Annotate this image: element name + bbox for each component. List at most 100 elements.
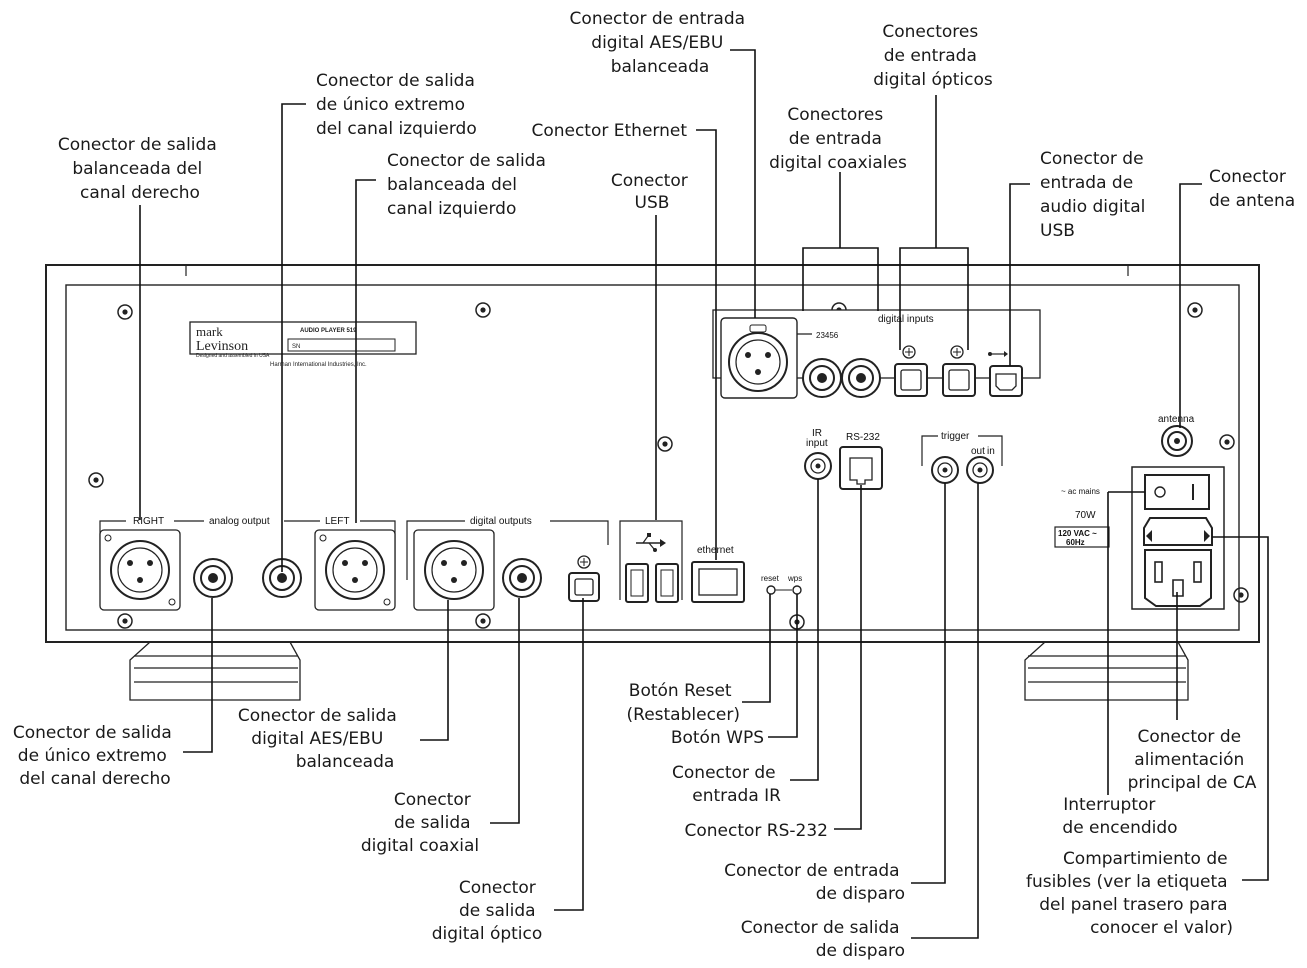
callout-aes-output: Conector de salida digital AES/EBU balan… bbox=[238, 706, 402, 772]
chassis bbox=[45, 264, 1260, 701]
leader-lines bbox=[139, 49, 1269, 939]
serial-label: SN bbox=[292, 344, 300, 350]
callout-left-balanced: Conector de salida balanceada del canal … bbox=[387, 151, 551, 219]
ir-input-jack[interactable] bbox=[804, 452, 832, 480]
screw-icon bbox=[1233, 587, 1249, 603]
screw-icon bbox=[1187, 302, 1203, 318]
ethernet-port[interactable] bbox=[691, 561, 745, 603]
callout-coaxial-output: Conector de salida digital coaxial bbox=[361, 790, 479, 856]
power-switch[interactable] bbox=[1144, 474, 1210, 510]
callout-usb: Conector USB bbox=[611, 171, 693, 213]
right-foot bbox=[1024, 641, 1189, 701]
callout-right-single-ended: Conector de salida de único extremo del … bbox=[13, 723, 177, 789]
maker-label: Harman International Industries, Inc. bbox=[270, 362, 367, 368]
screw-icon bbox=[117, 304, 133, 320]
left-label: LEFT bbox=[325, 516, 349, 527]
left-rca-output[interactable] bbox=[262, 558, 302, 598]
callout-reset: Botón Reset (Restablecer) bbox=[627, 681, 740, 725]
callout-ir-input: Conector de entrada IR bbox=[672, 763, 781, 806]
callout-labels: Conector de salida balanceada del canal … bbox=[13, 9, 1295, 961]
callout-usb-audio-input: Conector de entrada de audio digital USB bbox=[1040, 149, 1151, 241]
antenna-label: antenna bbox=[1158, 414, 1195, 425]
logo-plate: mark Levinson Designed and assembled in … bbox=[189, 321, 417, 368]
input-numbers-label: 23456 bbox=[816, 331, 839, 340]
reset-label: reset bbox=[761, 574, 780, 583]
usb-symbol-icon bbox=[988, 351, 1008, 357]
callout-rs232: Conector RS-232 bbox=[685, 821, 829, 841]
model-label: AUDIO PLAYER 519 bbox=[300, 328, 357, 334]
optical-output[interactable] bbox=[568, 555, 600, 602]
callout-fuse-compartment: Compartimiento de fusibles (ver la etiqu… bbox=[1026, 849, 1233, 938]
rs232-label: RS-232 bbox=[846, 432, 880, 443]
screw-icon bbox=[657, 436, 673, 452]
optical-input-1[interactable] bbox=[894, 345, 928, 397]
screw-icon bbox=[88, 472, 104, 488]
callout-optical-output: Conector de salida digital óptico bbox=[432, 878, 543, 944]
reset-wps-group: reset wps bbox=[761, 574, 802, 595]
trigger-in-label: in bbox=[987, 446, 995, 457]
analog-output-group: RIGHT analog output LEFT bbox=[99, 512, 396, 611]
callout-power-switch: Interruptor de encendido bbox=[1062, 795, 1177, 838]
callout-coaxial-inputs: Conectores de entrada digital coaxiales bbox=[769, 105, 907, 173]
coaxial-output[interactable] bbox=[502, 558, 542, 598]
control-group: IR input RS-232 trigger out in bbox=[804, 428, 1003, 490]
reset-button[interactable] bbox=[766, 585, 776, 595]
callout-trigger-output: Conector de salida de disparo bbox=[741, 918, 905, 961]
frequency-label: 60Hz bbox=[1066, 538, 1085, 547]
usb-port-1[interactable] bbox=[625, 563, 649, 603]
power-rating-label: 70W bbox=[1075, 510, 1096, 521]
right-rca-output[interactable] bbox=[193, 558, 233, 598]
rs232-port[interactable] bbox=[839, 446, 883, 490]
callout-ac-mains: Conector de alimentación principal de CA bbox=[1128, 727, 1257, 793]
trigger-input-jack[interactable] bbox=[931, 456, 959, 484]
ac-power-inlet[interactable] bbox=[1144, 549, 1212, 607]
digital-inputs-group: digital inputs 23456 bbox=[712, 309, 1041, 399]
voltage-box bbox=[1054, 526, 1110, 548]
usb-ethernet-group: ethernet bbox=[619, 520, 745, 603]
analog-output-label: analog output bbox=[209, 516, 270, 527]
wps-button[interactable] bbox=[792, 585, 802, 595]
right-xlr-output[interactable] bbox=[99, 529, 181, 611]
left-foot bbox=[129, 641, 301, 701]
logo-levinson: Levinson bbox=[196, 339, 248, 354]
usb-symbol-icon bbox=[636, 533, 666, 552]
callout-left-single-ended: Conector de salida de único extremo del … bbox=[316, 71, 480, 139]
right-label: RIGHT bbox=[133, 516, 164, 527]
fuse-compartment[interactable] bbox=[1143, 517, 1213, 546]
left-xlr-output[interactable] bbox=[314, 529, 396, 611]
usb-audio-input[interactable] bbox=[988, 351, 1023, 397]
callout-optical-inputs: Conectores de entrada digital ópticos bbox=[873, 22, 993, 90]
voltage-label: 120 VAC ~ bbox=[1058, 529, 1097, 538]
screw-icon bbox=[117, 613, 133, 629]
coaxial-input-1[interactable] bbox=[802, 358, 842, 398]
aes-ebu-output[interactable] bbox=[413, 529, 495, 611]
screw-icon bbox=[1219, 434, 1235, 450]
ir-input-label: input bbox=[806, 438, 828, 449]
callout-ethernet: Conector Ethernet bbox=[531, 121, 687, 141]
callout-antenna: Conector de antena bbox=[1209, 167, 1295, 211]
antenna-connector[interactable] bbox=[1161, 425, 1193, 457]
logo-mark: mark bbox=[196, 324, 223, 339]
digital-outputs-group: digital outputs bbox=[406, 512, 609, 611]
callout-trigger-input: Conector de entrada de disparo bbox=[724, 861, 905, 904]
serial-box bbox=[287, 338, 396, 352]
optical-input-2[interactable] bbox=[942, 345, 976, 397]
screw-icon bbox=[475, 302, 491, 318]
ac-mains-label: ~ ac mains bbox=[1061, 487, 1100, 496]
usb-port-2[interactable] bbox=[655, 563, 679, 603]
callout-wps: Botón WPS bbox=[671, 728, 764, 748]
trigger-out-label: out bbox=[971, 446, 985, 457]
trigger-label: trigger bbox=[941, 431, 970, 442]
screw-icon bbox=[475, 613, 491, 629]
trigger-output-jack[interactable] bbox=[966, 456, 994, 484]
digital-inputs-label: digital inputs bbox=[878, 314, 934, 325]
aes-ebu-input[interactable] bbox=[720, 317, 798, 399]
digital-outputs-label: digital outputs bbox=[470, 516, 532, 527]
wps-label: wps bbox=[787, 574, 802, 583]
callout-aes-input: Conector de entrada digital AES/EBU bala… bbox=[570, 9, 751, 77]
callout-right-balanced: Conector de salida balanceada del canal … bbox=[58, 135, 222, 203]
coaxial-input-2[interactable] bbox=[841, 358, 881, 398]
ir-label: IR bbox=[812, 428, 822, 439]
power-group: antenna ~ ac mains 70W 120 VAC ~ 60Hz bbox=[1054, 414, 1225, 610]
